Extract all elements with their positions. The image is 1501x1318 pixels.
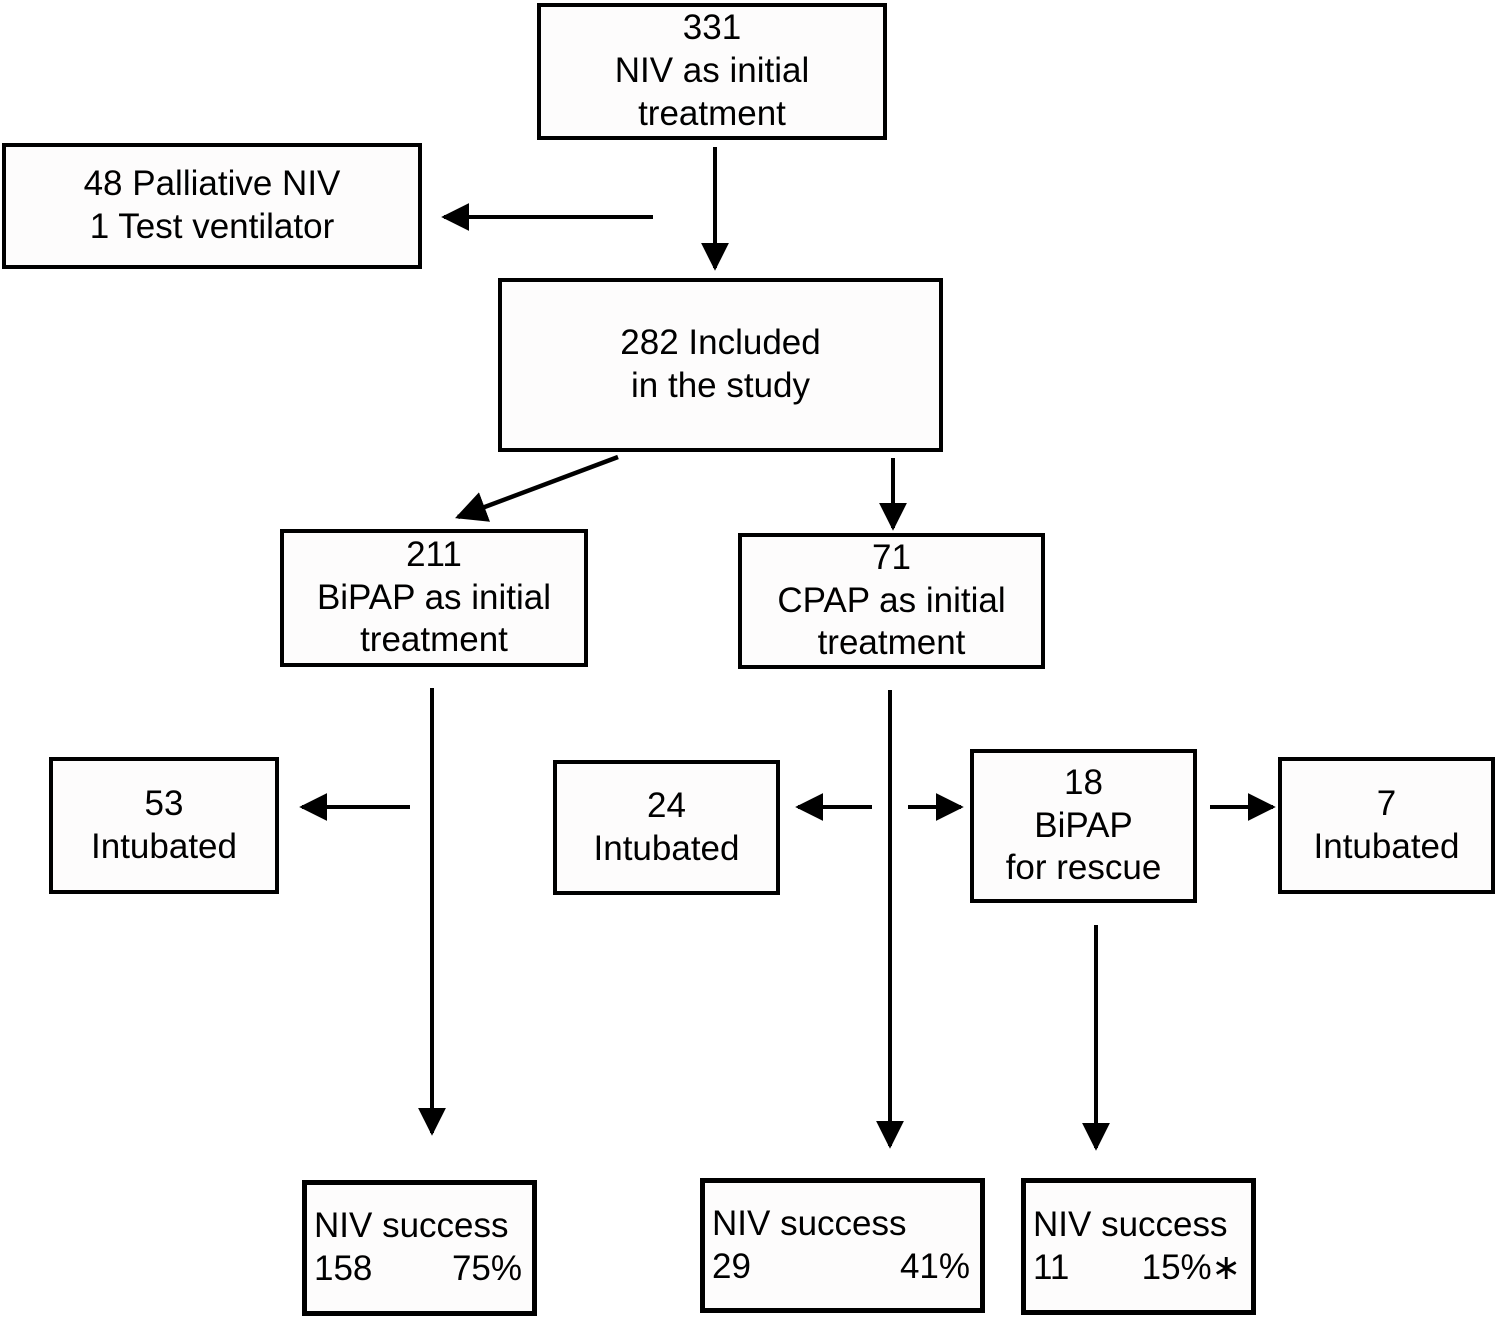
success-percent: 75% xyxy=(451,1249,522,1288)
node-line: 331 xyxy=(682,8,742,48)
success-count: 158 xyxy=(314,1249,373,1288)
node-line: 211 xyxy=(406,534,462,574)
node-niv-success-bipap: NIV success 158 75% xyxy=(302,1180,537,1316)
node-line: BiPAP xyxy=(1034,805,1133,845)
success-percent: 41% xyxy=(899,1246,970,1286)
node-line: Intubated xyxy=(1313,826,1460,866)
arrow-included-to-bipap xyxy=(455,454,619,522)
node-line: 18 xyxy=(1064,762,1103,802)
node-line: Intubated xyxy=(593,828,740,868)
success-label: NIV success xyxy=(314,1206,509,1246)
node-line: 24 xyxy=(647,785,686,825)
node-line: 282 Included xyxy=(620,323,821,363)
success-percent: 15%∗ xyxy=(1141,1247,1241,1287)
node-53-intubated: 53 Intubated xyxy=(49,757,279,894)
success-count: 29 xyxy=(712,1246,751,1286)
node-line: 7 xyxy=(1376,783,1397,823)
node-7-intubated: 7 Intubated xyxy=(1278,757,1495,894)
node-211-bipap-initial: 211 BiPAP as initial treatment xyxy=(280,529,588,667)
node-line: Intubated xyxy=(91,826,237,866)
node-line: CPAP as initial xyxy=(777,580,1006,620)
node-niv-success-cpap: NIV success 29 41% xyxy=(700,1178,985,1313)
node-line: 71 xyxy=(872,537,911,577)
node-line: 1 Test ventilator xyxy=(89,207,335,246)
node-line: 53 xyxy=(144,783,184,823)
node-niv-success-rescue: NIV success 11 15%∗ xyxy=(1021,1178,1256,1315)
success-label: NIV success xyxy=(1033,1204,1228,1244)
node-331-niv-initial: 331 NIV as initial treatment xyxy=(537,3,887,140)
node-line: NIV as initial xyxy=(614,51,810,91)
success-label: NIV success xyxy=(712,1203,907,1243)
node-282-included: 282 Included in the study xyxy=(498,278,943,452)
node-line: treatment xyxy=(638,93,786,133)
node-line: 48 Palliative NIV xyxy=(83,164,341,204)
node-line: treatment xyxy=(360,620,508,660)
node-18-bipap-rescue: 18 BiPAP for rescue xyxy=(970,749,1197,903)
node-48-palliative-excluded: 48 Palliative NIV 1 Test ventilator xyxy=(2,143,422,269)
node-line: in the study xyxy=(631,366,810,405)
success-count: 11 xyxy=(1033,1247,1070,1287)
node-71-cpap-initial: 71 CPAP as initial treatment xyxy=(738,533,1045,669)
node-line: BiPAP as initial xyxy=(316,577,552,617)
node-24-intubated: 24 Intubated xyxy=(553,760,780,895)
node-line: treatment xyxy=(817,623,966,663)
node-line: for rescue xyxy=(1005,848,1162,888)
